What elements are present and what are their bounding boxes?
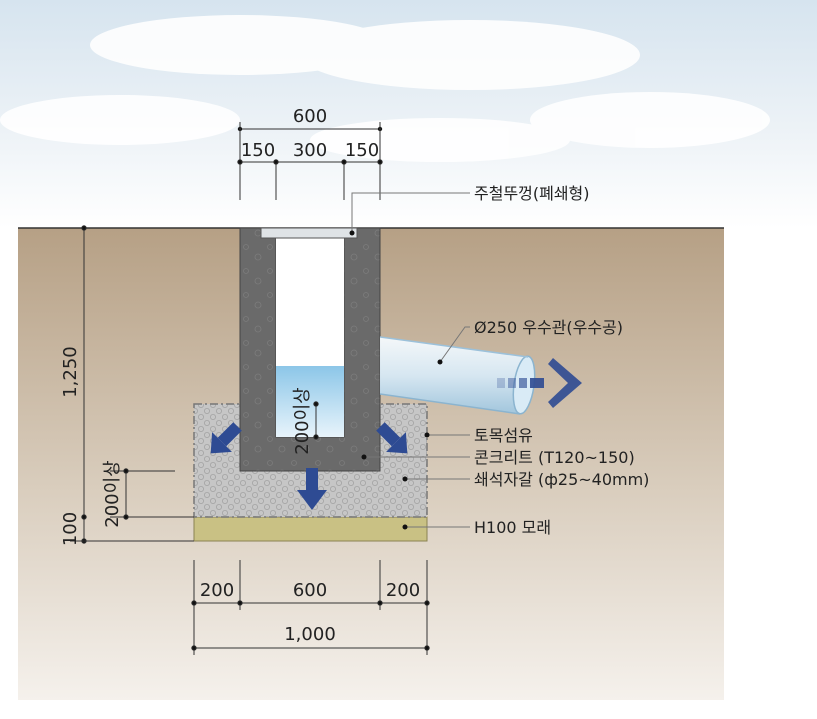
- dim-bottom-total: 1,000: [284, 624, 336, 645]
- dim-sand: 100: [60, 512, 81, 546]
- left-flow-arrow-icon: [210, 422, 242, 454]
- dim-gravel-min-left: 200이상: [102, 460, 123, 527]
- label-concrete: 콘크리트 (T120~150): [474, 448, 635, 467]
- dim-gravel-min-center: 200이상: [292, 387, 313, 454]
- flow-arrows: [210, 358, 582, 510]
- dim-top-total: 600: [293, 106, 327, 127]
- label-sand: H100 모래: [474, 518, 551, 537]
- down-flow-arrow-icon: [297, 468, 327, 510]
- label-cover: 주철뚜껑(폐쇄형): [474, 184, 590, 203]
- channel-interior: [276, 237, 344, 366]
- dim-top-mid: 300: [293, 140, 327, 161]
- dim-height-total: 1,250: [60, 346, 81, 398]
- label-gravel: 쇄석자갈 (ф25~40mm): [474, 470, 649, 489]
- dim-bottom-left: 200: [200, 580, 234, 601]
- dim-top-left: 150: [241, 140, 275, 161]
- leader-lines: [351, 192, 470, 528]
- dim-bottom-right: 200: [386, 580, 420, 601]
- dim-bottom-mid: 600: [293, 580, 327, 601]
- sand-layer: [193, 516, 428, 542]
- leader-dots: [349, 230, 443, 530]
- dimension-lines: [70, 122, 430, 655]
- cast-iron-cover: [260, 227, 358, 239]
- label-geotextile: 토목섬유: [474, 426, 533, 445]
- dim-top-right: 150: [345, 140, 379, 161]
- label-pipe: Ø250 우수관(우수공): [474, 318, 623, 337]
- right-flow-arrow-icon: [376, 422, 408, 454]
- pipe-flow-arrow-icon: [497, 358, 582, 408]
- water-fill: [276, 366, 344, 437]
